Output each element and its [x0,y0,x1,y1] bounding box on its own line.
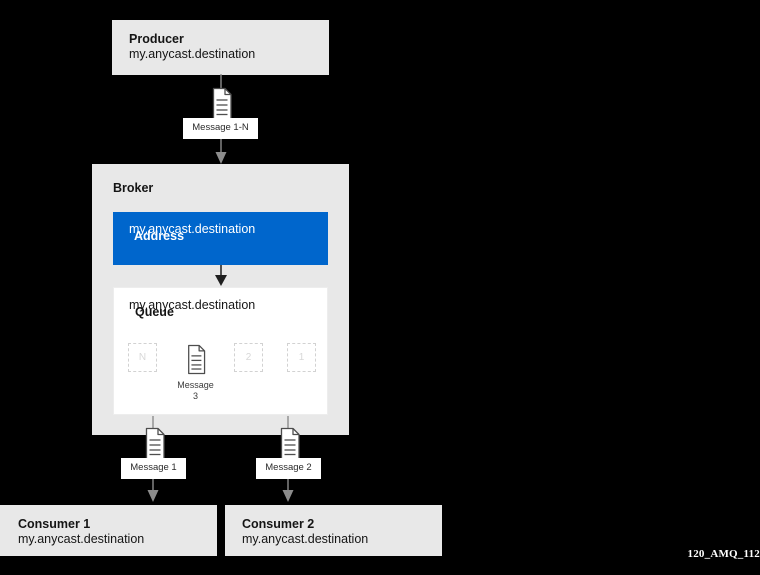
address-title: Address [134,229,185,243]
queue-slot: N [128,343,157,372]
producer-title: Producer [129,32,184,46]
message-chip-producer: Message 1-N [183,86,258,139]
message-chip-consumer1: Message 1 [121,426,186,479]
address-to-queue-arrow [215,265,227,286]
queue-slot: Message 3 [177,343,214,402]
queue-node: Queue my.anycast.destination N [113,287,328,415]
document-icon [145,427,165,461]
queue-slot-placeholder: 1 [287,343,316,372]
queue-title: Queue [135,305,174,319]
queue-slot: 1 [287,343,316,372]
queue-slot-placeholder: 2 [234,343,263,372]
message-chip-label: Message 1-N [183,118,258,139]
queue-slot: 2 [234,343,263,372]
document-icon [280,427,300,461]
message-chip-label: Message 1 [121,458,186,479]
consumer-subtitle: my.anycast.destination [18,532,145,546]
consumer-2-node: Consumer 2 my.anycast.destination [225,505,442,556]
queue-subtitle: my.anycast.destination [129,298,256,312]
consumer-title: Consumer 1 [18,517,91,531]
queue-slots: N Message 3 [128,343,316,405]
consumer-title: Consumer 2 [242,517,315,531]
producer-subtitle: my.anycast.destination [129,47,256,61]
broker-node: Broker Address my.anycast.destination Qu… [92,164,349,435]
address-subtitle: my.anycast.destination [129,222,256,236]
address-node: Address my.anycast.destination [113,212,328,265]
queue-slot-caption: Message 3 [177,380,214,401]
producer-node: Producer my.anycast.destination [112,20,329,75]
message-chip-consumer2: Message 2 [256,426,321,479]
broker-title: Broker [113,181,154,195]
consumer-subtitle: my.anycast.destination [242,532,369,546]
message-chip-label: Message 2 [256,458,321,479]
document-icon [212,87,232,121]
watermark-label: 120_AMQ_112 [687,548,760,560]
consumer-1-node: Consumer 1 my.anycast.destination [0,505,217,556]
document-icon [188,344,206,375]
queue-slot-placeholder: N [128,343,157,372]
